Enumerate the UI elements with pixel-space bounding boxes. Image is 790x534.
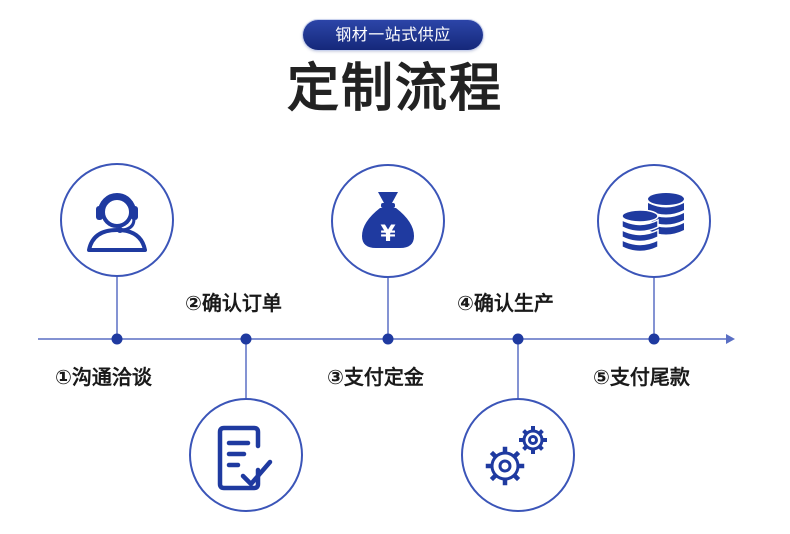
timeline-dot-3 [382, 333, 394, 345]
page-title: 定制流程 [286, 59, 503, 119]
timeline-dot-2 [240, 333, 252, 345]
step-4-circle [461, 398, 575, 512]
step-label-5: ⑤支付尾款 [593, 365, 690, 389]
timeline-arrowhead [726, 334, 735, 344]
brand-badge: 钢材一站式供应 [303, 20, 483, 50]
step-3-circle: ¥ [331, 164, 445, 278]
step-5-circle [597, 164, 711, 278]
step-label-3: ③支付定金 [327, 365, 424, 389]
step-2-circle [189, 398, 303, 512]
svg-text:¥: ¥ [380, 222, 396, 247]
customer-service-headset-icon [87, 193, 147, 252]
step-label-1: ①沟通洽谈 [55, 365, 152, 389]
step-label-4: ④确认生产 [457, 291, 554, 315]
timeline-dot-4 [512, 333, 524, 345]
money-bag-yen-icon: ¥ [362, 192, 414, 248]
timeline-dot-1 [111, 333, 123, 345]
step-label-2: ②确认订单 [185, 291, 282, 315]
timeline-dot-5 [648, 333, 660, 345]
step-1-circle [60, 163, 174, 277]
order-document-check-icon [217, 425, 273, 491]
gears-icon [485, 426, 547, 486]
coin-stack-icon [621, 193, 684, 253]
